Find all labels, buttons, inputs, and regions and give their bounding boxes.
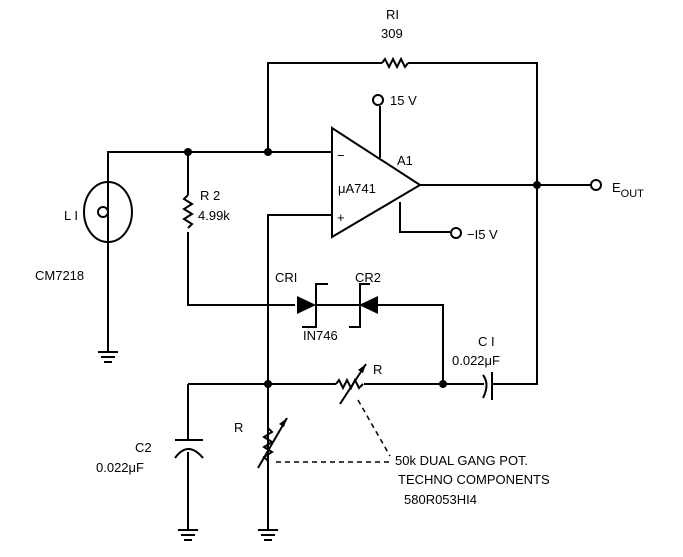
pot-top-label: R (373, 362, 382, 377)
pot-left-label: R (234, 420, 243, 435)
opamp-plus: + (337, 210, 345, 225)
ground-icon (258, 529, 278, 541)
wires (107, 62, 590, 530)
ground-icon (98, 351, 118, 363)
lamp-ref: L I (64, 208, 78, 223)
cr1-label: CRI (275, 270, 297, 285)
lamp-l1: L I CM7218 (35, 181, 133, 283)
cr2-diode (359, 296, 378, 314)
lamp-part: CM7218 (35, 268, 84, 283)
vpos-label: 15 V (390, 93, 417, 108)
r1-ref: RI (386, 7, 399, 22)
c2-ref: C2 (135, 440, 152, 455)
output-terminal (590, 179, 602, 191)
pot-note-line3: 580R053HI4 (404, 492, 477, 507)
junctions (184, 148, 541, 388)
opamp-minus: − (337, 148, 345, 163)
r2-value: 4.99k (198, 208, 230, 223)
pot-note-line2: TECHNO COMPONENTS (398, 472, 550, 487)
output: EOUT (590, 179, 644, 200)
r2-ref: R 2 (200, 188, 220, 203)
cr2-label: CR2 (355, 270, 381, 285)
r1-value: 309 (381, 26, 403, 41)
opamp-ref: A1 (397, 153, 413, 168)
resistor-r1: RI 309 (381, 7, 409, 70)
vpos-terminal (372, 94, 384, 106)
capacitor-c2: C2 0.022μF (96, 439, 204, 475)
gang-link: 50k DUAL GANG POT. TECHNO COMPONENTS 580… (276, 399, 550, 507)
vneg-label: −I5 V (467, 227, 498, 242)
cr1-diode (297, 296, 316, 314)
ground-symbols (98, 351, 278, 541)
output-label: EOUT (612, 180, 644, 200)
capacitor-c1: C I 0.022μF (452, 334, 500, 400)
resistor-r2: R 2 4.99k (182, 188, 230, 229)
ground-icon (178, 529, 198, 541)
pot-vertical: R (234, 417, 288, 469)
supply-terminals: 15 V −I5 V (372, 93, 498, 242)
opamp-part: μA741 (338, 181, 376, 196)
c1-ref: C I (478, 334, 495, 349)
c1-value: 0.022μF (452, 353, 500, 368)
c2-value: 0.022μF (96, 460, 144, 475)
diode-part: IN746 (303, 328, 338, 343)
opamp-a1: − + μA741 A1 (331, 126, 422, 239)
vneg-terminal (450, 227, 462, 239)
pot-horizontal: R (335, 362, 382, 405)
pot-note-line1: 50k DUAL GANG POT. (395, 453, 528, 468)
zener-diodes: CRI CR2 IN746 (275, 270, 381, 343)
